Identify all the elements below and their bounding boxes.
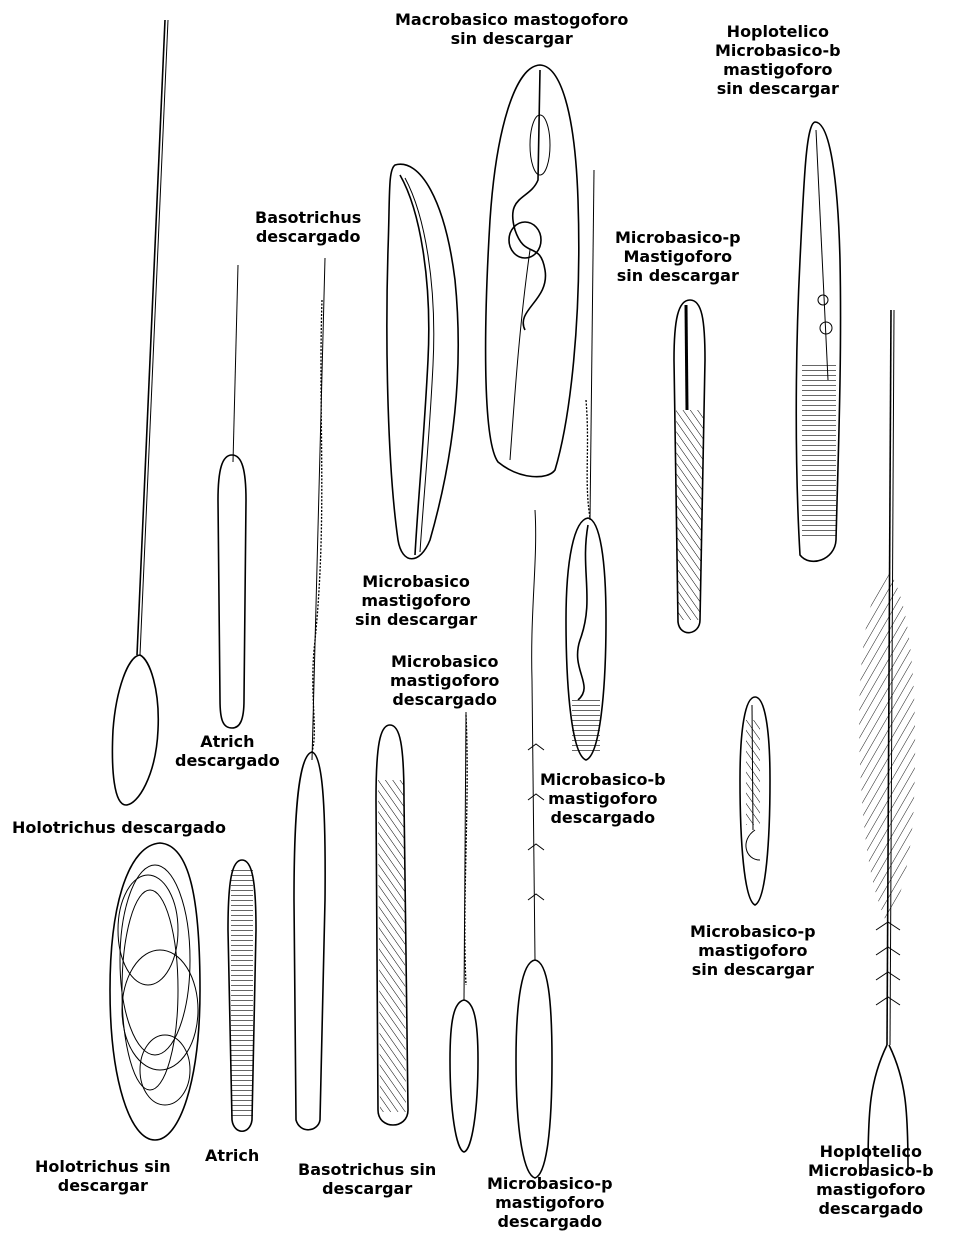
atrich-drawing	[228, 860, 256, 1131]
microbasico-p-sin-descargar-drawing	[674, 300, 705, 633]
label-atrich: Atrich	[205, 1146, 259, 1165]
label-holotrichus-descargado: Holotrichus descargado	[12, 818, 226, 837]
basotrichus-descargado-drawing	[294, 258, 325, 1130]
holotrichus-descargado-drawing	[112, 20, 168, 805]
microbasico-p-descargado-drawing	[516, 510, 552, 1178]
holotrichus-sin-descargar-drawing	[110, 843, 200, 1140]
hoplotelico-descargado-drawing	[859, 310, 915, 1170]
hoplotelico-sin-descargar-drawing	[796, 122, 840, 561]
microbasico-descargado-drawing	[450, 712, 478, 1152]
atrich-descargado-drawing	[218, 265, 246, 728]
basotrichus-sin-descargar-drawing	[376, 725, 408, 1125]
microbasico-sin-descargar-drawing	[387, 164, 458, 559]
microbasico-b-descargado-drawing	[566, 170, 606, 760]
microbasico-p-sin-descargar-small-drawing	[740, 697, 770, 905]
macrobasico-sin-descargar-drawing	[486, 65, 579, 477]
